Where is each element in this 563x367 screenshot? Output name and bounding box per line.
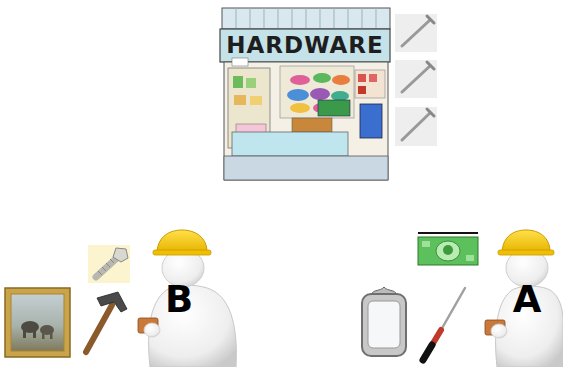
nail-icon [402, 20, 430, 46]
painting-icon [11, 294, 64, 351]
worker-figure [144, 323, 160, 337]
nail-icon [427, 62, 434, 69]
screwdriver-icon [423, 345, 432, 360]
hardware-store [310, 88, 330, 100]
painting-icon [5, 288, 70, 357]
painting-icon [42, 332, 45, 339]
hardware-store [222, 8, 390, 29]
hardware-store [290, 103, 310, 113]
node-text: HARDWARE [226, 34, 383, 57]
nail-icon [395, 14, 437, 52]
dollar-bill-icon [418, 232, 478, 234]
hardware-store [313, 73, 331, 83]
worker-figure: B [150, 278, 208, 320]
worker-figure [138, 230, 236, 367]
painting-icon [33, 330, 36, 338]
hardware-store [355, 70, 385, 98]
worker-figure [153, 250, 211, 255]
hardware-store [318, 100, 350, 116]
bolt-icon [96, 257, 118, 277]
hardware-store [220, 29, 390, 62]
dollar-bill-icon [436, 241, 460, 261]
screwdriver-icon [423, 288, 465, 360]
dollar-bill-icon [443, 245, 453, 255]
bolt-icon [98, 259, 114, 275]
hardware-store [358, 86, 366, 94]
mirror-icon [362, 287, 406, 356]
hardware-store [234, 95, 246, 105]
hardware-store [287, 89, 309, 101]
hardware-store [280, 66, 354, 118]
hardware-store [246, 78, 256, 88]
nail-icon [395, 107, 437, 146]
nail-icon [427, 109, 434, 116]
hammer-icon [86, 292, 127, 352]
mirror-icon [362, 294, 406, 356]
hardware-store [331, 91, 349, 101]
node-text: B [165, 281, 193, 318]
painting-icon [5, 288, 70, 357]
dollar-bill-icon [418, 233, 478, 265]
painting-icon [23, 330, 26, 338]
mirror-icon [368, 301, 400, 348]
hardware-store [232, 58, 248, 66]
screwdriver-icon [441, 288, 465, 330]
store-sign: HARDWARE [222, 29, 388, 62]
bolt-icon [113, 248, 128, 262]
hammer-icon [97, 292, 127, 312]
hardware-store [360, 104, 382, 138]
hardware-store [369, 74, 377, 82]
hardware-store [224, 156, 388, 180]
dollar-bill-icon [466, 255, 474, 261]
hardware-store [224, 62, 388, 180]
nail-icon [402, 113, 430, 140]
bolt-icon [88, 245, 130, 283]
nail-icon [395, 60, 437, 98]
hardware-store [250, 96, 262, 105]
worker-figure [157, 230, 207, 252]
nail-icon [402, 66, 430, 92]
hammer-icon [86, 305, 112, 352]
worker-figure [485, 230, 563, 367]
nail-icon [395, 14, 437, 52]
worker-figure [491, 324, 507, 338]
hardware-store [232, 132, 348, 156]
nail-icon [427, 16, 434, 23]
nail-icon [395, 107, 437, 146]
hardware-store [358, 74, 366, 82]
worker-figure [502, 230, 550, 252]
painting-icon [50, 332, 53, 339]
node-text: A [513, 281, 542, 318]
dollar-bill-icon [418, 237, 478, 265]
dollar-bill-icon [422, 241, 430, 247]
hardware-store [220, 8, 390, 180]
hardware-store [233, 76, 243, 88]
nail-icon [395, 60, 437, 98]
hardware-store [236, 8, 376, 29]
worker-figure [498, 250, 554, 255]
bolt-icon [88, 245, 130, 283]
hardware-store [292, 118, 332, 132]
hardware-store [332, 75, 350, 85]
hardware-store [290, 75, 310, 85]
worker-figure: A [498, 278, 556, 320]
